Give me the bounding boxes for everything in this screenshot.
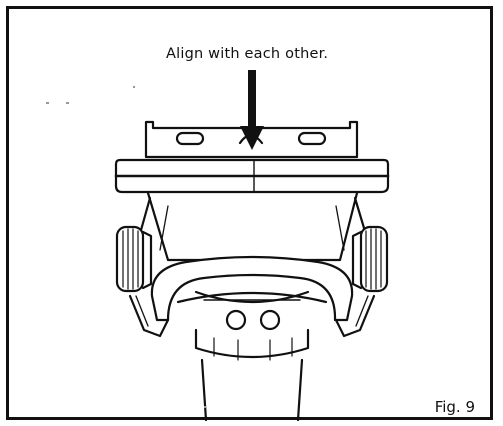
figure-label: Fig. 9 bbox=[434, 398, 475, 416]
head-body bbox=[134, 191, 372, 262]
left-knob bbox=[115, 225, 153, 293]
platform bbox=[114, 158, 390, 194]
caption: Align with each other. bbox=[166, 46, 329, 62]
lower-mechanism bbox=[194, 290, 310, 361]
side-arms bbox=[128, 294, 376, 338]
speck-marks bbox=[46, 86, 206, 408]
center-column bbox=[200, 358, 304, 422]
alignment-arrow bbox=[240, 70, 264, 150]
right-knob bbox=[351, 225, 389, 293]
handle-loop bbox=[150, 255, 354, 322]
